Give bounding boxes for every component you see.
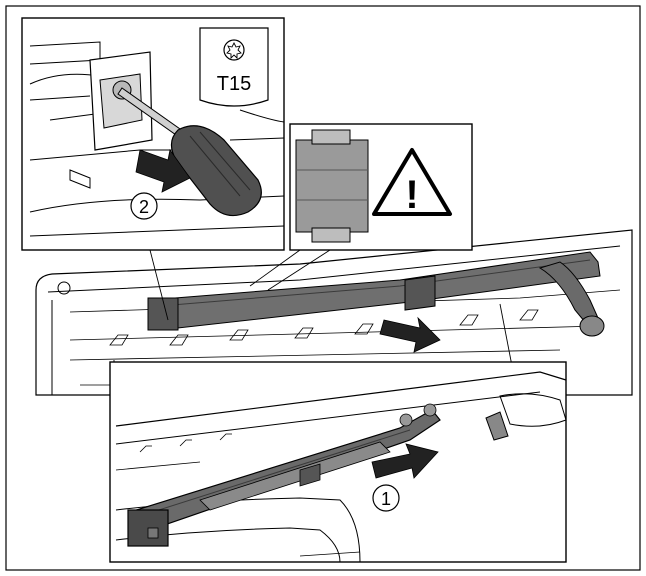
push-arrow-step-1 [371, 443, 439, 479]
torx-icon [223, 39, 245, 61]
outer-frame [5, 5, 641, 571]
warning-symbol: ! [405, 173, 418, 217]
step-2-circle [130, 192, 158, 220]
inset-warning: ! [289, 123, 473, 251]
inset-rail-detail: 1 [109, 361, 567, 563]
appliance-main-view [35, 229, 633, 396]
torx-size-label: T15 [217, 73, 251, 95]
rail-bar [149, 251, 601, 331]
torx-badge: T15 [199, 27, 269, 107]
inset-screwdriver: T15 2 [21, 17, 285, 251]
rail-cross-section [295, 129, 369, 243]
screwdriver-handle [170, 125, 262, 217]
push-arrow-main [379, 316, 441, 353]
rail-end-block [147, 297, 179, 331]
push-arrow-step-2 [135, 149, 191, 193]
corner-hole [57, 281, 71, 295]
step-2-number: 2 [139, 197, 149, 217]
step-1-number: 1 [381, 489, 391, 509]
warning-triangle-icon: ! [372, 148, 452, 217]
step-1-circle [372, 484, 400, 512]
